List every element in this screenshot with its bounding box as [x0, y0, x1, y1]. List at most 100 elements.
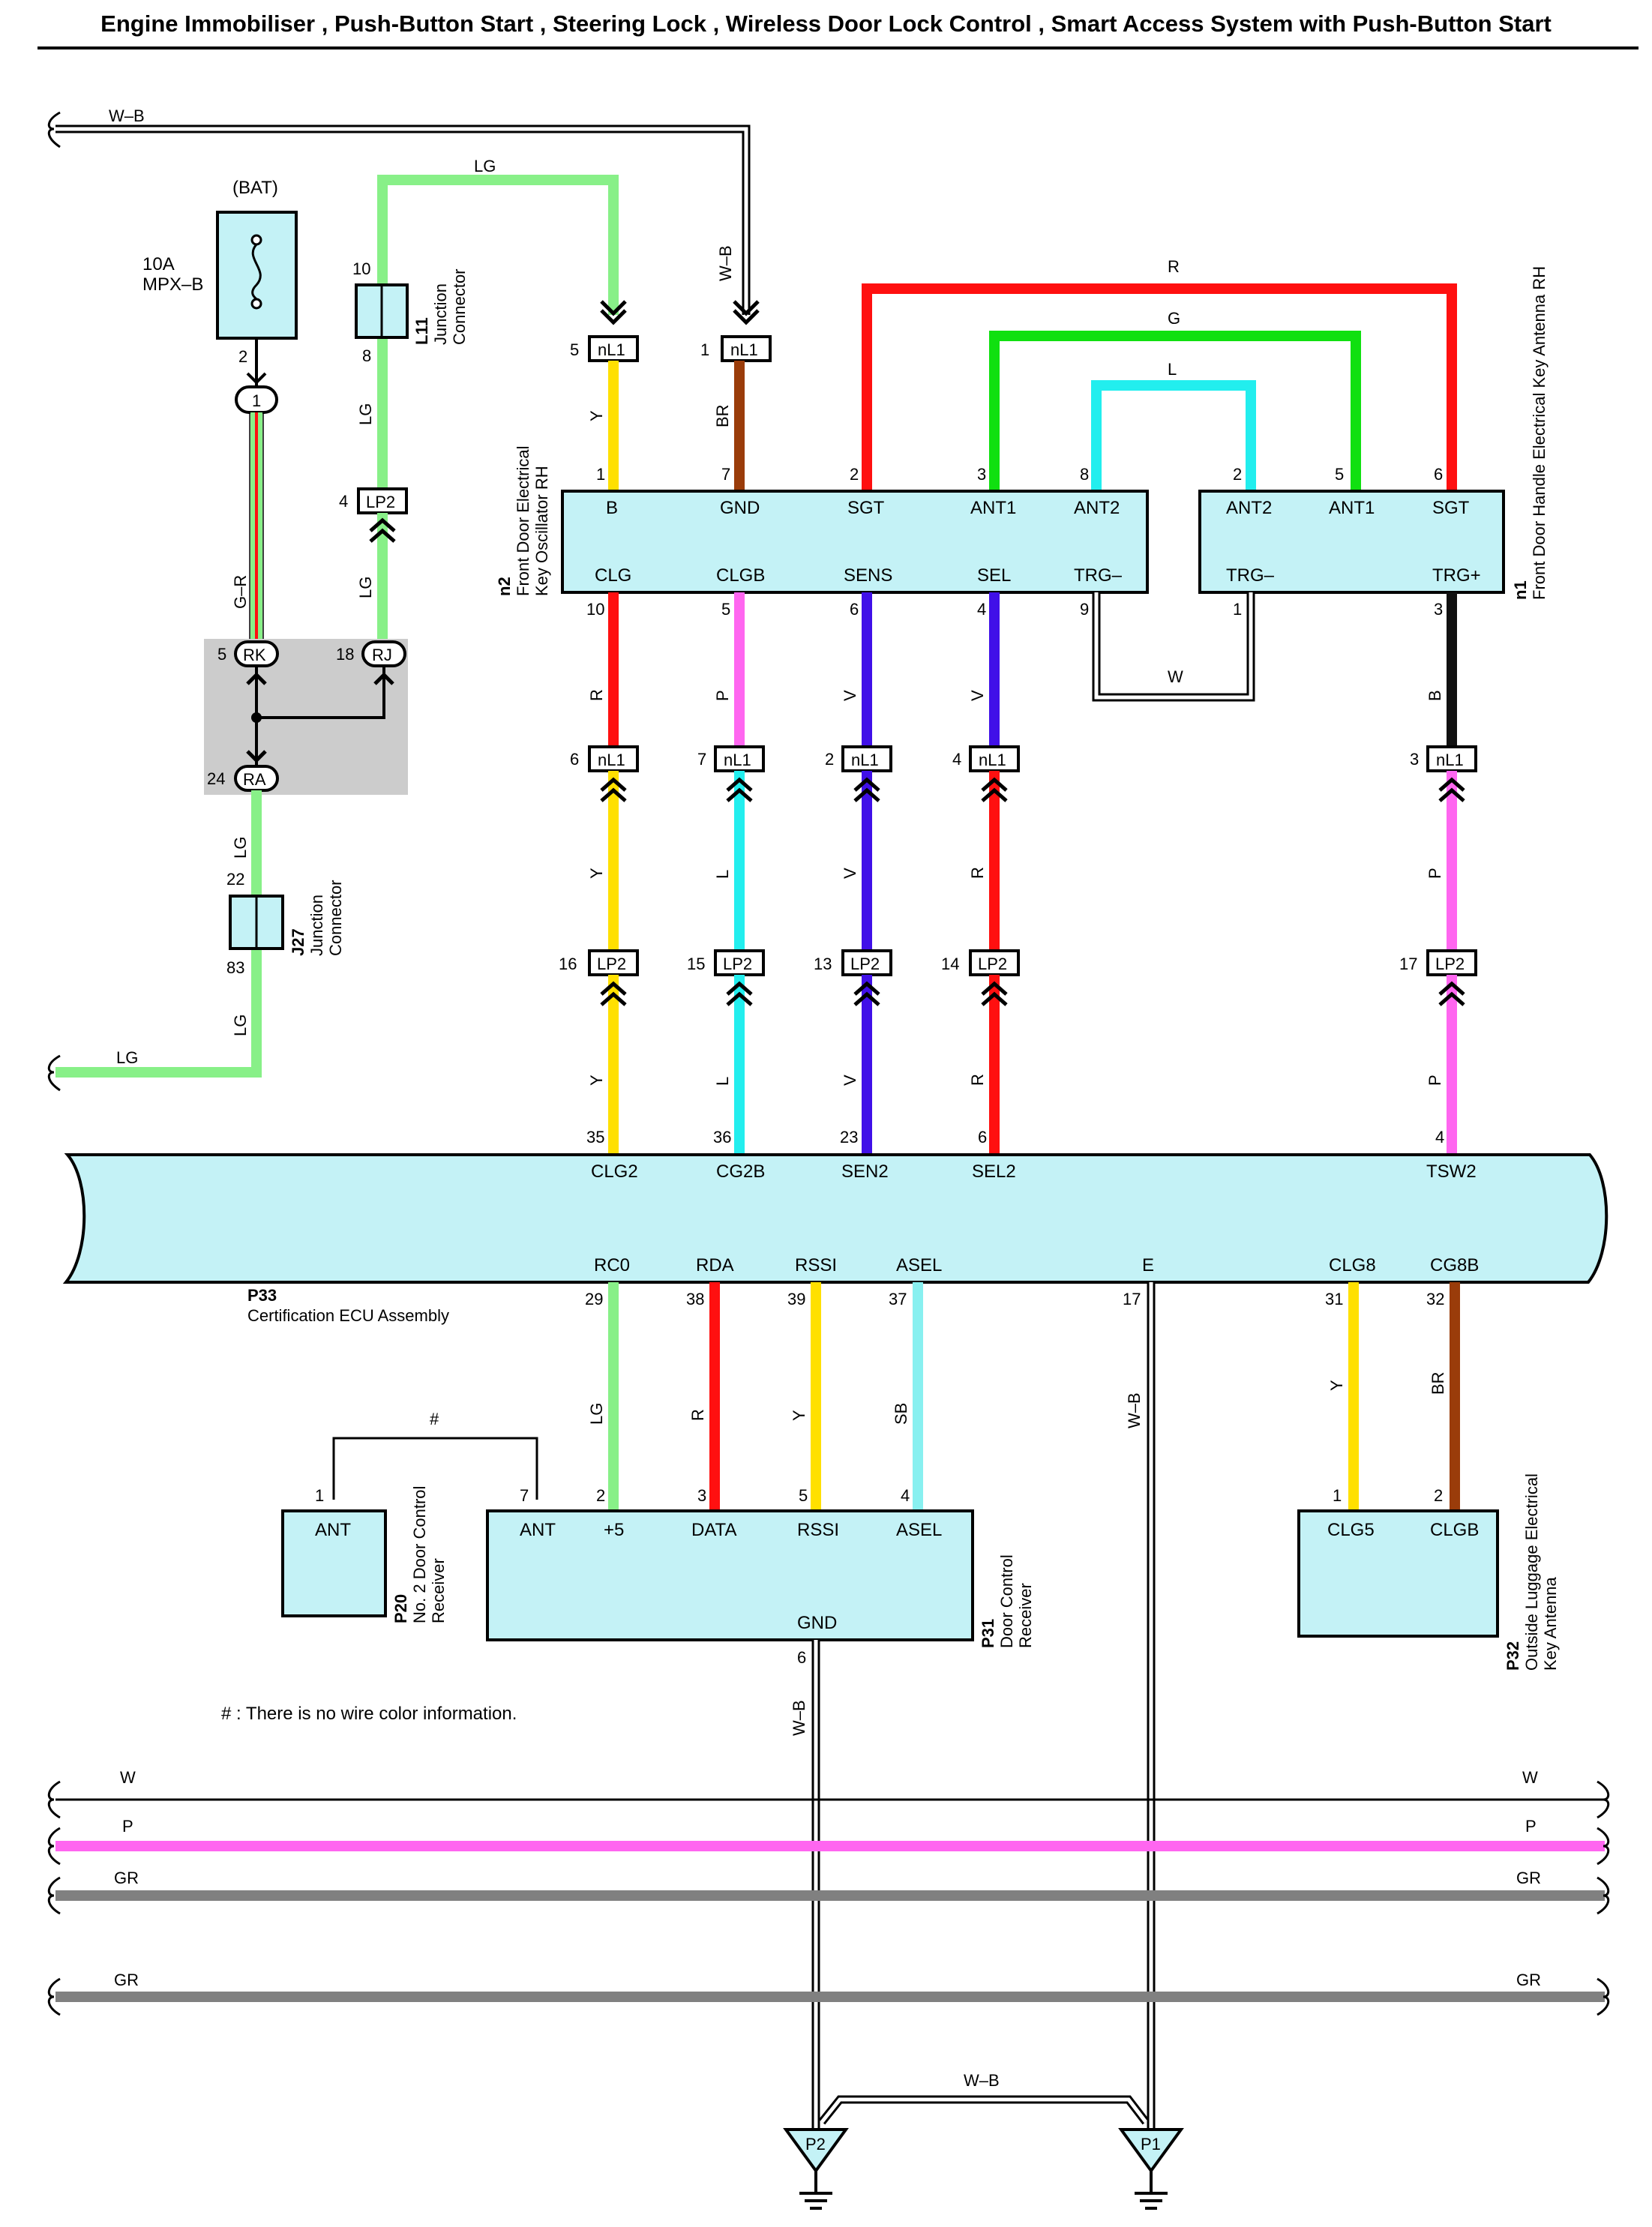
p32-sig-clgb: CLGB — [1430, 1520, 1479, 1540]
wire-label-br-clgb: BR — [1429, 1371, 1447, 1395]
wire-label-r-mid: R — [968, 867, 987, 879]
p33-sig-cg8b: CG8B — [1430, 1255, 1479, 1275]
wire-label-b-trgp: B — [1426, 690, 1444, 701]
wire-label-g-r: G–R — [231, 575, 250, 609]
wire-label-br-gnd: BR — [713, 404, 732, 427]
n2-sig-gnd: GND — [720, 498, 760, 518]
nl1-1-pin: 1 — [700, 340, 709, 359]
n2-pin-trg: 9 — [1080, 600, 1089, 619]
wire-r-sgt — [862, 283, 1457, 491]
p33-name: Certification ECU Assembly — [247, 1306, 449, 1325]
wire-label-wb-e: W–B — [1125, 1392, 1144, 1428]
bus-gr-1 — [47, 1876, 1610, 1915]
n2-pin-ant1: 3 — [977, 465, 986, 484]
p31-pin-5: 5 — [799, 1486, 808, 1505]
wire-label-y-clg5: Y — [1327, 1380, 1346, 1391]
n2-sig-clg: CLG — [595, 565, 631, 586]
p31-name-1: Door Control — [997, 1554, 1016, 1648]
n1-pin-sgt: 6 — [1434, 465, 1443, 484]
ra-pin: 24 — [207, 769, 225, 788]
bus-p-label-right: P — [1525, 1817, 1537, 1836]
p33-pin-37: 37 — [889, 1290, 907, 1308]
wire-g-r — [249, 412, 264, 645]
n2-pin-b: 1 — [596, 465, 605, 484]
lp2-15-pin: 15 — [687, 955, 705, 973]
p33-sig-tsw2: TSW2 — [1426, 1161, 1477, 1182]
fuse-box — [216, 211, 298, 340]
bus-p-label-left: P — [122, 1817, 133, 1836]
n1-id: n1 — [1511, 580, 1530, 600]
bus-gr1-label-right: GR — [1516, 1869, 1541, 1887]
p33-pin-39: 39 — [787, 1290, 805, 1308]
p32-connector — [1297, 1509, 1499, 1638]
wire-label-r-clg: R — [587, 689, 606, 701]
wire-label-y-rssi: Y — [790, 1410, 808, 1421]
page-title: Engine Immobiliser , Push-Button Start ,… — [100, 10, 1552, 37]
p33-pin-32: 32 — [1426, 1290, 1444, 1308]
n2-name-2: Key Oscillator RH — [532, 466, 551, 596]
wire-label-lg-5v: LG — [587, 1403, 606, 1425]
p20-connector — [281, 1509, 387, 1617]
wire-label-r-low: R — [968, 1074, 987, 1086]
p33-pin-29: 29 — [585, 1290, 603, 1308]
p20-sig-ant: ANT — [315, 1520, 351, 1540]
p33-id: P33 — [247, 1286, 277, 1305]
rk-pin: 5 — [217, 645, 226, 664]
wire-label-sb-asel: SB — [892, 1403, 910, 1425]
n2-pin-clg: 10 — [586, 600, 604, 619]
p31-sig-gnd: GND — [797, 1613, 837, 1633]
p20-name-2: Receiver — [429, 1558, 448, 1623]
wire-label-p-mid: P — [1426, 868, 1444, 879]
fuse-pin: 2 — [238, 347, 247, 366]
bus-w-label-right: W — [1522, 1768, 1538, 1787]
title-rule — [37, 46, 1639, 49]
bus-gr2-label-left: GR — [114, 1971, 139, 1989]
wire-wb-tie — [818, 2095, 1150, 2125]
nl1-row: 6 nL1 7 nL1 2 nL1 4 nL1 3 nL1 — [570, 745, 1477, 772]
ground-p2-icon — [783, 2128, 849, 2210]
p33-pin-4: 4 — [1435, 1128, 1444, 1146]
n2-sig-sgt: SGT — [847, 498, 885, 518]
n2-name-1: Front Door Electrical — [514, 445, 532, 596]
l11-pin-bottom: 8 — [362, 346, 371, 365]
n2-pin-clgb: 5 — [721, 600, 730, 619]
nl1-2-pin: 2 — [825, 750, 834, 769]
wire-label-r-data: R — [688, 1409, 707, 1421]
lp2-row: 16 LP2 15 LP2 13 LP2 14 LP2 17 LP2 — [559, 949, 1477, 976]
l11-id: L11 — [412, 317, 431, 345]
fuse-name: MPX–B — [142, 274, 203, 295]
nl1-7-label: nL1 — [724, 751, 751, 769]
p31-name-2: Receiver — [1016, 1583, 1035, 1648]
p33-ecu-body — [62, 1153, 1609, 1284]
p20-pin-1: 1 — [315, 1486, 324, 1505]
wire-label-l-mid: L — [713, 870, 732, 879]
wire-label-y-mid: Y — [587, 868, 606, 879]
n2-pin-ant2: 8 — [1080, 465, 1089, 484]
p33-pin-31: 31 — [1325, 1290, 1343, 1308]
p31-pin-4: 4 — [901, 1486, 910, 1505]
n2-sig-trg: TRG– — [1074, 565, 1123, 586]
nl1-7-pin: 7 — [697, 750, 706, 769]
n2-sig-ant2: ANT2 — [1074, 498, 1120, 518]
n1-pin-ant2: 2 — [1233, 465, 1242, 484]
p32-pin-2: 2 — [1434, 1486, 1443, 1505]
double-chevrons-nl1 — [600, 777, 1465, 802]
p31-sig-asel: ASEL — [896, 1520, 942, 1540]
n2-sig-clgb: CLGB — [716, 565, 765, 586]
nl1-5-label: nL1 — [598, 340, 625, 359]
lp2-14-pin: 14 — [941, 955, 959, 973]
nl1-6-label: nL1 — [598, 751, 625, 769]
n2-pin-sgt: 2 — [850, 465, 859, 484]
wire-label-l-top: L — [1168, 360, 1177, 379]
nl1-5-pin: 5 — [570, 340, 579, 359]
bus-w — [47, 1780, 1610, 1819]
wire-label-wb-vertical: W–B — [716, 245, 735, 281]
nl1-4-pin: 4 — [952, 750, 961, 769]
lp2-13-pin: 13 — [814, 955, 832, 973]
nl1-7-connector — [714, 745, 765, 772]
lp2-16-pin: 16 — [559, 955, 577, 973]
lp2-4-connector — [357, 487, 408, 514]
wire-label-y-low: Y — [587, 1075, 606, 1086]
n1-connector — [1198, 490, 1505, 594]
rj-pin: 18 — [336, 645, 354, 664]
